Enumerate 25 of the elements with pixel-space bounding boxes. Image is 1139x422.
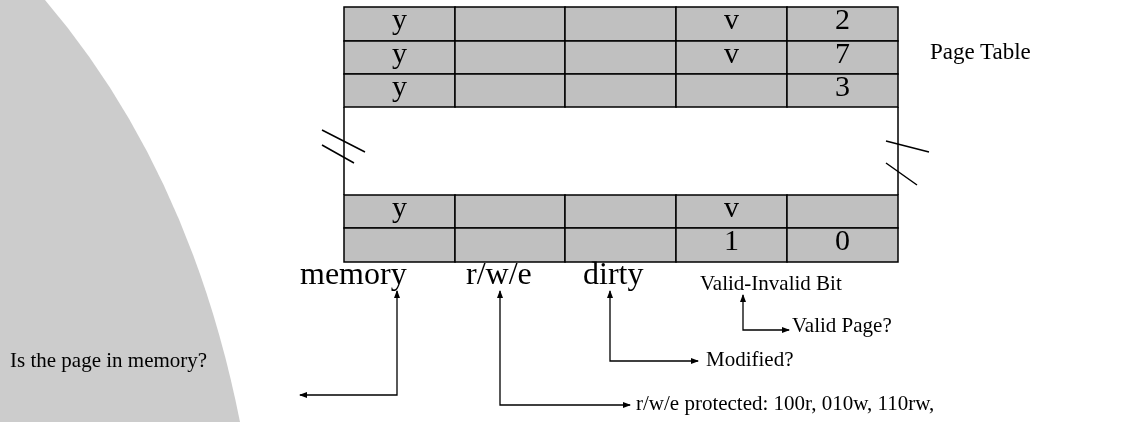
- table-cell-text: v: [723, 38, 740, 68]
- table-cell-text: y: [391, 38, 408, 68]
- annotation-text: Is the page in memory?: [10, 350, 208, 371]
- annotation-text: r/w/e: [466, 257, 532, 289]
- annotation-text: memory: [300, 257, 407, 289]
- arrow: [740, 294, 790, 333]
- table-cell-text: 1: [723, 225, 740, 255]
- arrow: [607, 290, 699, 364]
- annotation-text: r/w/e protected: 100r, 010w, 110rw,: [636, 393, 935, 414]
- table-cell-text: 7: [834, 38, 851, 68]
- annotation-text: Modified?: [706, 349, 794, 370]
- table-cell-text: y: [391, 192, 408, 222]
- table-cell-text: 3: [834, 71, 851, 101]
- annotation-text: Valid Page?: [792, 315, 892, 336]
- title: Page Table: [930, 40, 1031, 63]
- table-cell-text: y: [391, 71, 408, 101]
- arrow: [299, 290, 400, 398]
- table-cell-text: y: [391, 4, 408, 34]
- table-cell-text: 0: [834, 225, 851, 255]
- annotation-text: dirty: [583, 257, 644, 289]
- annotation-text: Valid-Invalid Bit: [700, 273, 842, 294]
- table-cell-text: v: [723, 4, 740, 34]
- arrow: [497, 290, 631, 408]
- table-cell-text: v: [723, 192, 740, 222]
- table-cell-text: 2: [834, 4, 851, 34]
